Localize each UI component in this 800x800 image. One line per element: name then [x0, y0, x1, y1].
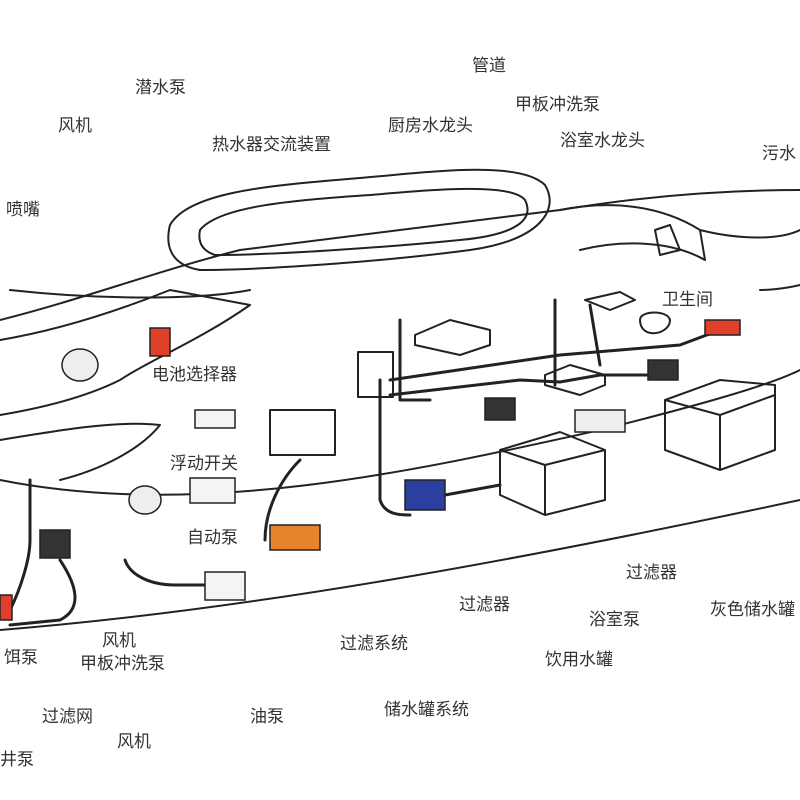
label-fengji-bottom2: 风机	[117, 732, 151, 752]
pipe-branch-1	[398, 318, 432, 402]
tank-water	[499, 431, 606, 516]
label-jiaban-top: 甲板冲洗泵	[515, 95, 600, 115]
label-jingbeng: 井泵	[0, 750, 34, 770]
windshield	[559, 204, 706, 261]
upper-rail	[9, 289, 251, 299]
bow-line	[699, 229, 800, 239]
sub-pump	[149, 327, 171, 357]
label-chushui: 储水罐系统	[384, 700, 469, 720]
pipe-bilge	[123, 558, 207, 587]
label-fengji-top: 风机	[58, 116, 92, 136]
pipe-left-b	[8, 558, 77, 627]
pipe-main	[378, 378, 412, 517]
label-reshuiqi: 热水器交流装置	[212, 135, 331, 155]
label-zidong: 自动泵	[187, 528, 238, 548]
label-yushibeng: 浴室泵	[589, 610, 640, 630]
bait-pump	[0, 594, 13, 621]
blower-top	[61, 348, 99, 382]
cabin-door	[654, 224, 681, 256]
label-yinyong: 饮用水罐	[545, 650, 613, 670]
pipe-oil	[263, 458, 302, 542]
left-deck	[0, 289, 251, 416]
label-guandao: 管道	[472, 56, 506, 76]
label-qianshuibeng: 潜水泵	[135, 78, 186, 98]
filter-box	[574, 409, 626, 433]
label-guolv-xitong: 过滤系统	[340, 634, 408, 654]
sink-bath	[544, 364, 606, 396]
toilet-bowl	[639, 311, 671, 335]
label-yushi-tap: 浴室水龙头	[560, 131, 645, 151]
macerator	[704, 319, 741, 336]
hull-bottom	[0, 499, 800, 631]
label-penzui: 喷嘴	[6, 200, 40, 220]
label-jiaban-bottom: 甲板冲洗泵	[80, 654, 165, 674]
left-inner	[0, 422, 161, 481]
label-chufang: 厨房水龙头	[388, 116, 473, 136]
pipe-branch-3	[588, 303, 602, 367]
cabin-roof	[167, 168, 551, 271]
cabin-inner	[198, 187, 529, 256]
label-guolvwang: 过滤网	[42, 707, 93, 727]
pipe-lower	[388, 373, 662, 397]
blower-mid	[128, 485, 162, 515]
label-fengji-bottom1: 风机	[102, 631, 136, 651]
toilet-basin	[584, 291, 636, 311]
auto-pump	[189, 477, 236, 504]
heater-box	[269, 409, 336, 456]
pipe-pump-link	[443, 483, 502, 497]
deck-wash-pump	[39, 529, 71, 559]
toilet-pump	[647, 359, 679, 381]
bilge-pump	[204, 571, 246, 601]
label-youbeng: 油泵	[250, 707, 284, 727]
control-box	[357, 351, 394, 398]
sink-galley	[414, 319, 491, 356]
right-rail	[759, 284, 800, 291]
pipe-left-a	[8, 478, 32, 612]
float-switch	[194, 409, 236, 429]
label-guolvqi-right: 过滤器	[626, 563, 677, 583]
label-huise: 灰色储水罐	[710, 600, 795, 620]
label-guolvqi-mid: 过滤器	[459, 595, 510, 615]
label-fudong: 浮动开关	[170, 454, 238, 474]
deck-line	[0, 189, 800, 321]
label-wushui: 污水	[762, 144, 796, 164]
label-weishengjian: 卫生间	[662, 290, 713, 310]
oil-pump	[269, 524, 321, 551]
label-erbeng: 饵泵	[4, 648, 38, 668]
tank-grey	[664, 379, 776, 471]
label-dianchi: 电池选择器	[152, 365, 237, 385]
fresh-pump	[404, 479, 446, 511]
shower-pump	[484, 397, 516, 421]
pipe-upper	[388, 328, 722, 382]
